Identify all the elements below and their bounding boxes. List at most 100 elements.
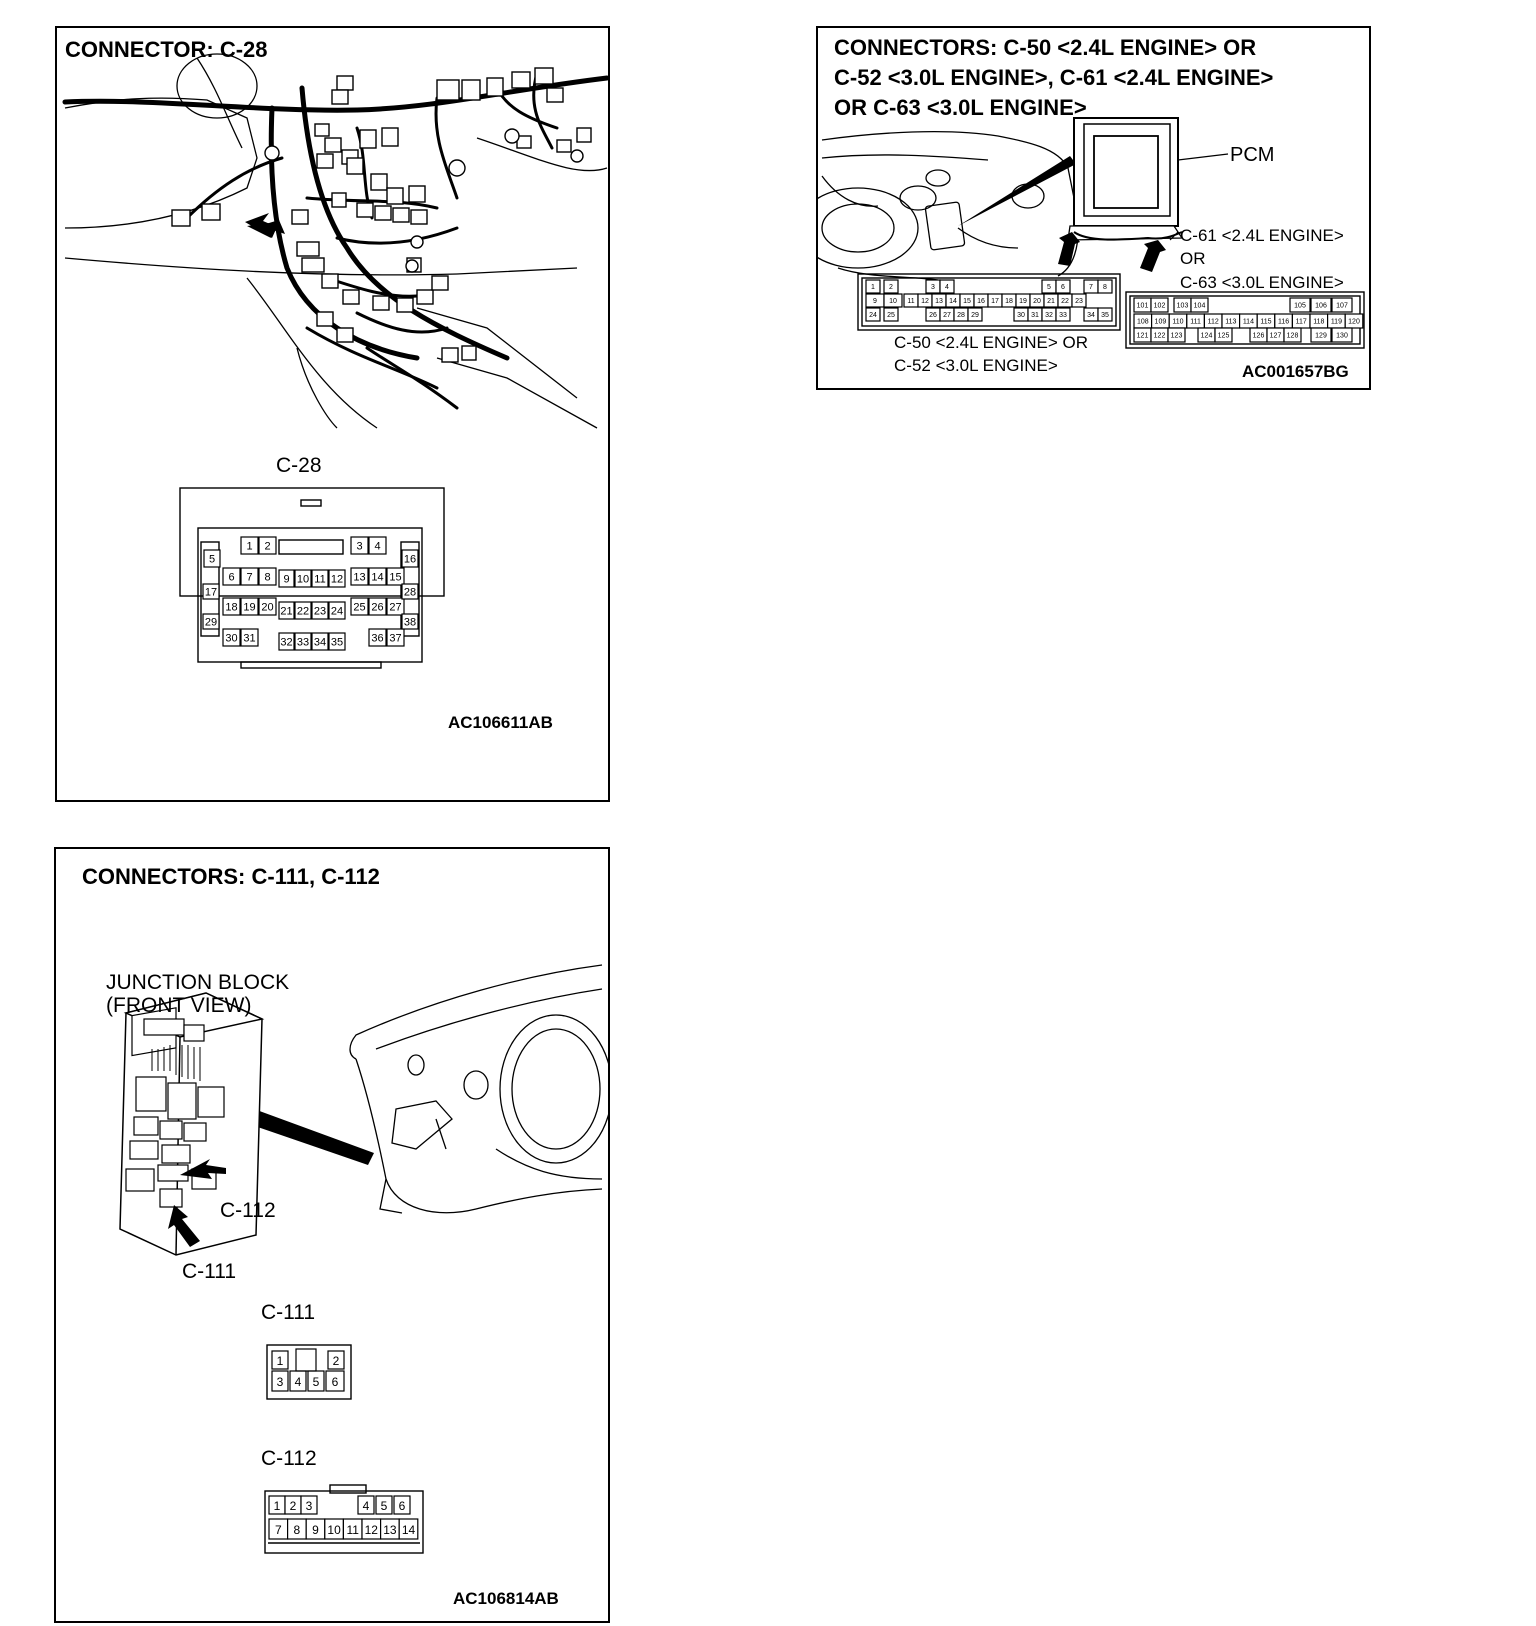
c111-callout: C-111 — [182, 1260, 237, 1283]
c112-pin-8: 8 — [294, 1523, 301, 1537]
c28-pin-30-cell — [222, 628, 241, 647]
c28-pin-33: 33 — [297, 637, 309, 649]
c50-pin-35: 35 — [1101, 312, 1109, 319]
c50-pin-35-cell — [1097, 307, 1113, 322]
c28-pin-8: 8 — [264, 572, 270, 584]
c61-pin-116: 116 — [1278, 319, 1289, 326]
c28-pin-10-cell — [294, 569, 312, 588]
c111-pin-3: 3 — [277, 1375, 284, 1389]
c111-connector-label: C-111 — [261, 1301, 316, 1324]
c28-panel-title: CONNECTOR: C-28 — [65, 37, 268, 62]
c50-pin-3: 3 — [931, 284, 935, 291]
c28-pin-14: 14 — [371, 572, 383, 584]
c28-pin-25: 25 — [353, 602, 365, 614]
c50-pin-13: 13 — [935, 298, 943, 305]
c61-pin-112: 112 — [1208, 319, 1219, 326]
c111-pin-5: 5 — [313, 1375, 320, 1389]
c112-pin-6: 6 — [399, 1499, 406, 1513]
c61-pin-118: 118 — [1313, 319, 1324, 326]
c28-ref-code: AC106611AB — [448, 713, 553, 732]
c28-pin-19-cell — [240, 597, 259, 616]
pcm-title-line-2: C-52 <3.0L ENGINE>, C-61 <2.4L ENGINE> — [834, 65, 1274, 90]
c28-pin-31-cell — [240, 628, 259, 647]
c61-pin-102: 102 — [1154, 303, 1166, 310]
c28-pin-32-cell — [278, 632, 295, 651]
c61-pin-124: 124 — [1201, 333, 1213, 340]
c50-pin-2: 2 — [889, 284, 893, 291]
c28-pin-36-cell — [368, 628, 387, 647]
c50-pin-20: 20 — [1033, 298, 1041, 305]
c28-pin-7-cell — [240, 567, 259, 586]
c28-pin-34: 34 — [314, 637, 326, 649]
c61-pin-115: 115 — [1260, 319, 1271, 326]
c50-pin-33-cell — [1055, 307, 1071, 322]
c112-pin-14: 14 — [402, 1523, 416, 1537]
c111-pin-1: 1 — [277, 1354, 284, 1368]
c111-pin-2: 2 — [333, 1354, 340, 1368]
c28-pin-4: 4 — [374, 541, 380, 553]
c28-pin-25-cell — [350, 597, 369, 616]
c50-pin-29-cell — [967, 307, 983, 322]
c50-pin-2-cell — [883, 279, 899, 294]
c61-pin-122: 122 — [1154, 333, 1166, 340]
c112-pin-4-cell — [357, 1495, 375, 1515]
c111-pin-2-cell — [327, 1350, 345, 1370]
pcm-title-line-1: CONNECTORS: C-50 <2.4L ENGINE> OR — [834, 35, 1257, 60]
c28-pin-21-cell — [278, 601, 295, 620]
c61-pin-101: 101 — [1137, 303, 1149, 310]
c61-pin-128-cell — [1283, 327, 1302, 343]
c111-pin-3-cell — [271, 1370, 289, 1392]
c28-pin-12: 12 — [331, 574, 343, 586]
c50-pin-4: 4 — [945, 284, 949, 291]
c112-pin-5: 5 — [381, 1499, 388, 1513]
c61-pin-123-cell — [1167, 327, 1186, 343]
c61-pin-125-cell — [1214, 327, 1233, 343]
jb-panel-title: CONNECTORS: C-111, C-112 — [82, 864, 380, 889]
c28-pin-24-cell — [328, 601, 346, 620]
c50-label-line-1: C-50 <2.4L ENGINE> OR — [894, 333, 1089, 352]
c111-pin-6-cell — [325, 1370, 345, 1392]
c28-pin-35: 35 — [331, 637, 343, 649]
c50-label-line-2: C-52 <3.0L ENGINE> — [894, 356, 1058, 375]
c28-pin-22-cell — [294, 601, 312, 620]
c50-pin-11: 11 — [907, 298, 914, 305]
c112-pin-10: 10 — [327, 1523, 341, 1537]
c112-pin-11: 11 — [346, 1523, 359, 1537]
c50-pin-9: 9 — [873, 298, 877, 305]
c50-pin-25: 25 — [887, 312, 895, 319]
c112-pin-12: 12 — [365, 1523, 379, 1537]
c28-pin-6-cell — [222, 567, 241, 586]
c61-pin-125: 125 — [1218, 333, 1230, 340]
c61-pin-130: 130 — [1336, 333, 1348, 340]
c50-pin-5: 5 — [1047, 284, 1051, 291]
c50-pin-24: 24 — [869, 312, 877, 319]
c111-pin-4: 4 — [295, 1375, 302, 1389]
c50-pin-28: 28 — [957, 312, 965, 319]
c61-pin-128: 128 — [1287, 333, 1299, 340]
c28-pin-1: 1 — [246, 541, 252, 553]
c61-pin-119: 119 — [1331, 319, 1342, 326]
jb-label-line-2: (FRONT VIEW) — [106, 994, 252, 1017]
c50-pin-8-cell — [1097, 279, 1113, 294]
c28-pin-37-cell — [386, 628, 405, 647]
c61-pin-127: 127 — [1270, 333, 1282, 340]
c61-pin-106-cell — [1310, 297, 1332, 313]
c28-pin-38-cell — [401, 613, 419, 630]
c28-pin-20: 20 — [261, 602, 273, 614]
c50-pin-34: 34 — [1087, 312, 1095, 319]
c28-pin-29: 29 — [205, 617, 217, 629]
c28-pin-10: 10 — [297, 574, 309, 586]
c111-key-slot — [295, 1348, 317, 1372]
c50-pin-21: 21 — [1047, 298, 1055, 305]
c61-pin-105: 105 — [1294, 303, 1306, 310]
c50-pin-16: 16 — [977, 298, 985, 305]
c28-pin-27: 27 — [389, 602, 401, 614]
c61-pin-123: 123 — [1171, 333, 1183, 340]
c112-pin-6-cell — [393, 1495, 411, 1515]
c28-pin-3-cell — [350, 536, 369, 555]
c112-pin-14-cell — [398, 1518, 419, 1540]
